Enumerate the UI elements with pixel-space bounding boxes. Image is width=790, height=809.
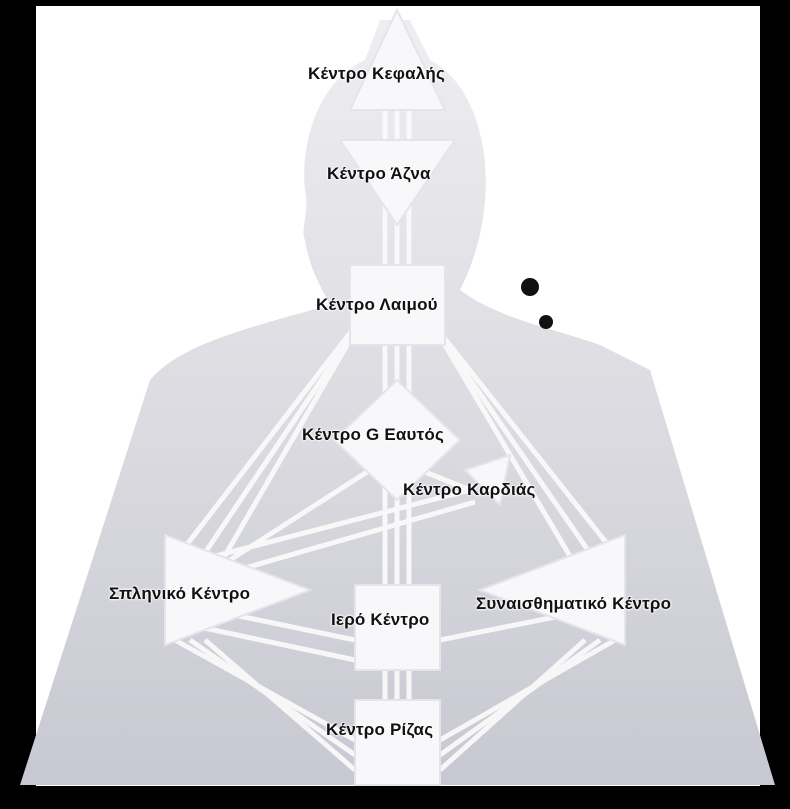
decor-dot bbox=[539, 315, 553, 329]
label-spleen-center: Σπληνικό Κέντρο bbox=[109, 584, 250, 604]
label-head-center: Κέντρο Κεφαλής bbox=[308, 64, 445, 84]
label-g-center: Κέντρο G Εαυτός bbox=[302, 425, 444, 445]
decor-dot bbox=[521, 278, 539, 296]
label-solar-center: Συναισθηματικό Κέντρο bbox=[476, 594, 671, 614]
label-ajna-center: Κέντρο Άζνα bbox=[327, 164, 431, 184]
root-center-shape bbox=[355, 700, 440, 785]
label-heart-center: Κέντρο Καρδιάς bbox=[403, 480, 536, 500]
label-root-center: Κέντρο Ρίζας bbox=[326, 720, 433, 740]
label-sacral-center: Ιερό Κέντρο bbox=[331, 610, 430, 630]
label-throat-center: Κέντρο Λαιμού bbox=[316, 295, 438, 315]
